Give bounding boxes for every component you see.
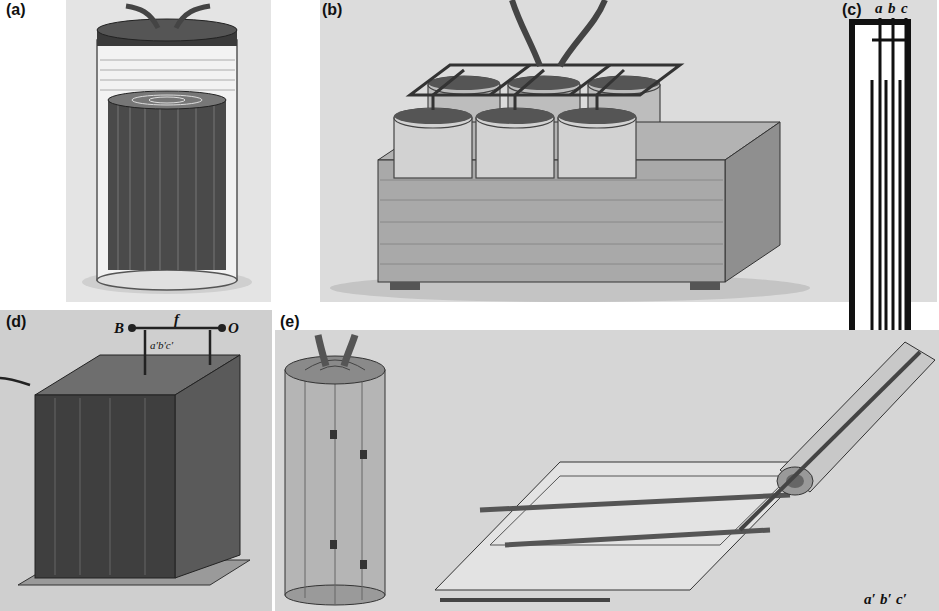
- terminal-letter: b′: [880, 592, 892, 607]
- terminal-letter: a′: [864, 592, 876, 607]
- box-condenser: [0, 310, 272, 611]
- panel-tag: (d): [6, 314, 26, 330]
- terminal-letter: O: [228, 321, 239, 336]
- panel-tag: (a): [6, 2, 26, 18]
- terminal-letter: f: [174, 312, 179, 327]
- terminal-letter: b: [888, 1, 896, 16]
- terminal-letter: a′b′c′: [150, 340, 173, 351]
- jar-condenser: [66, 0, 271, 302]
- jar-battery: [320, 0, 937, 302]
- terminal-letter: a: [875, 1, 883, 16]
- panel-tag: (c): [842, 2, 862, 18]
- rolled-sheet-condenser: [275, 330, 939, 611]
- terminal-letter: c: [901, 1, 908, 16]
- terminal-letter: c′: [896, 592, 907, 607]
- panel-tag: (e): [280, 314, 300, 330]
- terminal-letter: B: [114, 321, 124, 336]
- panel-tag: (b): [322, 2, 342, 18]
